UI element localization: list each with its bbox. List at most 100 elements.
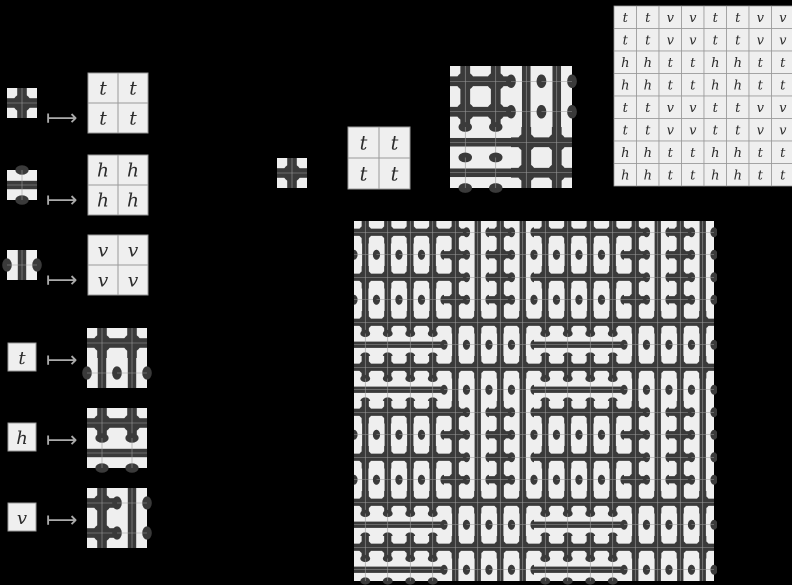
source-letter: v (17, 508, 27, 529)
grid-letter: v (779, 101, 787, 116)
vband-tile (688, 559, 718, 582)
vband-tile (2, 250, 42, 280)
hband-tile (579, 510, 602, 540)
plus-tile (647, 356, 670, 379)
plus-tile (624, 536, 647, 559)
plus-tile (399, 266, 422, 289)
plus-tile (450, 66, 481, 97)
plus-tile (422, 221, 445, 244)
vband-tile (112, 488, 152, 518)
grid-letter: h (644, 79, 652, 94)
grid-letter: v (667, 34, 675, 49)
grid-letter: h (644, 56, 652, 71)
grid-letter: t (713, 34, 719, 49)
grid-letter: v (757, 124, 765, 139)
source-letter: h (16, 428, 28, 449)
vband-tile (598, 424, 628, 447)
hband-tile (354, 375, 377, 405)
grid-letter: v (667, 124, 675, 139)
vband-tile (643, 401, 673, 424)
grid-letter: t (623, 101, 629, 116)
grid-letter: t (645, 11, 651, 26)
vband-tile (508, 334, 538, 357)
grid-letter: t (690, 79, 696, 94)
plus-tile (354, 266, 377, 289)
vband-tile (463, 289, 493, 312)
grid-letter: v (779, 11, 787, 26)
plus-tile (511, 158, 542, 189)
level-3-letter-grid: ttvvttvvttvvttvvhhtthhtthhtthhttttvvttvv… (614, 6, 792, 186)
vband-tile (688, 379, 718, 402)
maps-to-arrow: ⟼ (46, 268, 78, 293)
hband-tile (557, 375, 580, 405)
source-letter: t (18, 348, 26, 369)
cell-letter: t (391, 162, 399, 185)
grid-letter: t (645, 124, 651, 139)
hband-tile (534, 330, 557, 360)
plus-tile (399, 401, 422, 424)
grid-letter: t (668, 169, 674, 184)
grid-letter: v (667, 101, 675, 116)
plus-tile (647, 536, 670, 559)
grid-letter: h (711, 56, 719, 71)
plus-tile (624, 491, 647, 514)
hband-tile (579, 555, 602, 585)
hband-tile (579, 330, 602, 360)
hband-tile (534, 510, 557, 540)
grid-letter: t (645, 34, 651, 49)
plus-tile (512, 311, 535, 334)
plus-tile (534, 221, 557, 244)
grid-letter: v (757, 11, 765, 26)
grid-letter: v (757, 101, 765, 116)
vband-tile (463, 424, 493, 447)
cell-letter: t (99, 79, 107, 100)
rule-row-4: t⟼ (8, 328, 152, 388)
cell-letter: h (127, 191, 139, 212)
plus-tile (557, 266, 580, 289)
plus-tile (444, 491, 467, 514)
plus-tile (542, 127, 573, 158)
grid-letter: v (689, 101, 697, 116)
cell-letter: h (127, 161, 139, 182)
vband-tile (418, 244, 448, 267)
hband-tile (450, 153, 481, 193)
plus-tile (444, 356, 467, 379)
plus-tile (399, 221, 422, 244)
plus-tile (692, 311, 715, 334)
vband-tile (688, 446, 718, 469)
plus-tile (377, 401, 400, 424)
grid-letter: t (623, 11, 629, 26)
plus-tile (579, 401, 602, 424)
plus-tile (512, 491, 535, 514)
grid-letter: t (735, 11, 741, 26)
cell-letter: t (99, 109, 107, 130)
plus-tile (467, 491, 490, 514)
plus-tile (377, 221, 400, 244)
plus-tile (422, 401, 445, 424)
vband-tile (418, 469, 448, 492)
grid-letter: t (668, 79, 674, 94)
rule-row-5: h⟼ (8, 408, 147, 473)
vband-tile (688, 266, 718, 289)
hband-tile (399, 510, 422, 540)
vband-tile (463, 221, 493, 244)
grid-letter: t (690, 169, 696, 184)
plus-tile (692, 536, 715, 559)
plus-tile (354, 221, 377, 244)
hband-tile (87, 433, 117, 473)
grid-letter: h (734, 56, 742, 71)
cell-letter: t (129, 79, 137, 100)
vband-tile (463, 266, 493, 289)
hband-tile (399, 555, 422, 585)
grid-letter: h (621, 79, 629, 94)
plus-tile (444, 311, 467, 334)
cell-letter: h (97, 191, 109, 212)
plus-tile (7, 88, 37, 118)
grid-letter: t (758, 169, 764, 184)
plus-tile (534, 401, 557, 424)
maps-to-arrow: ⟼ (46, 188, 78, 213)
grid-letter: t (645, 101, 651, 116)
grid-letter: t (735, 124, 741, 139)
